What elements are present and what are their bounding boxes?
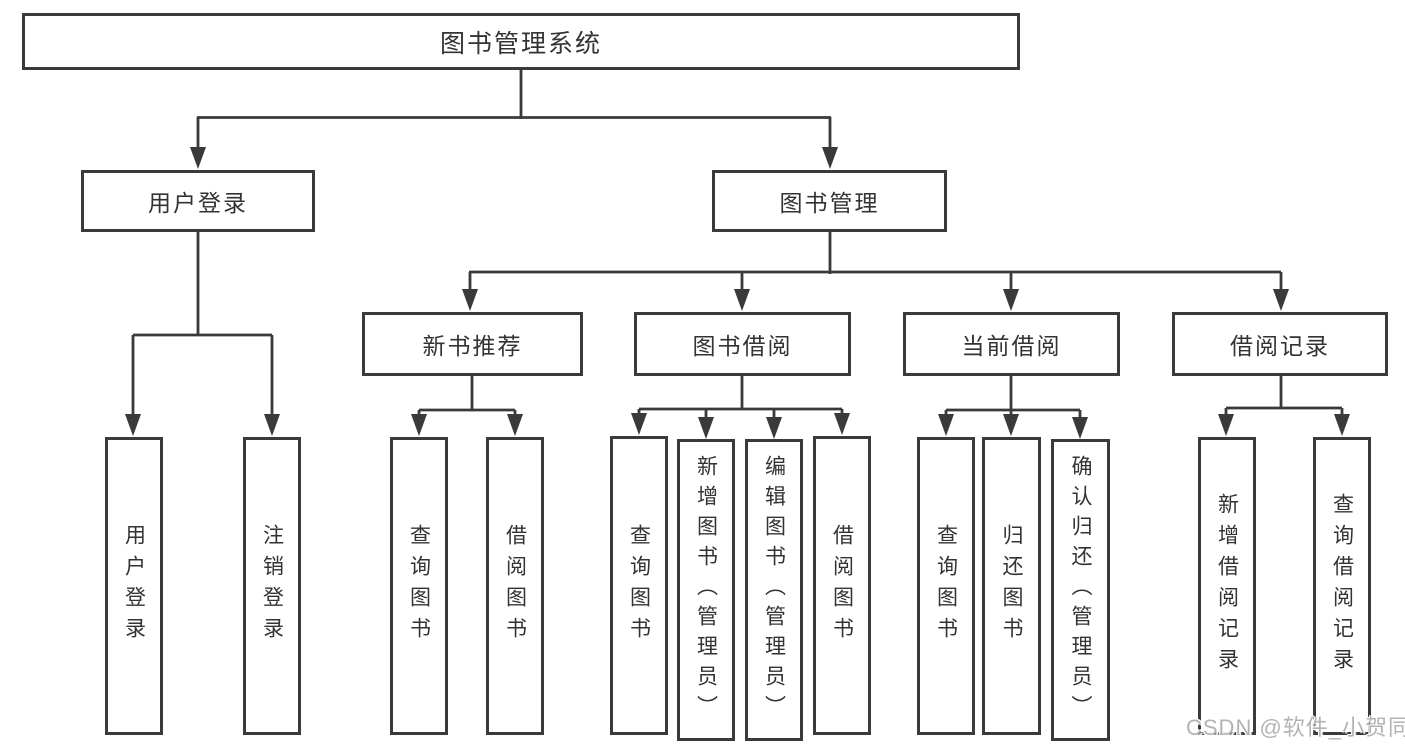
leaf-logout: 注销登录	[243, 437, 301, 735]
node-book-management: 图书管理	[712, 170, 947, 232]
node-new-book-recommend: 新书推荐	[362, 312, 583, 376]
leaf-borrow-books-recommend: 借阅图书	[486, 437, 544, 735]
leaf-edit-book-admin: 编辑图书（管理员）	[745, 439, 803, 741]
leaf-query-books-current: 查询图书	[917, 437, 975, 735]
node-library-management-system: 图书管理系统	[22, 13, 1020, 70]
leaf-query-borrow-record: 查询借阅记录	[1313, 437, 1371, 735]
leaf-return-book: 归还图书	[982, 437, 1041, 735]
leaf-borrow-books-borrowing: 借阅图书	[813, 436, 871, 735]
leaf-user-login: 用户登录	[105, 437, 163, 735]
node-current-borrowing: 当前借阅	[903, 312, 1120, 376]
leaf-add-book-admin: 新增图书（管理员）	[677, 439, 735, 741]
node-borrowing-records: 借阅记录	[1172, 312, 1388, 376]
node-book-borrowing: 图书借阅	[634, 312, 851, 376]
node-user-login: 用户登录	[81, 170, 315, 232]
leaf-confirm-return-admin: 确认归还（管理员）	[1051, 439, 1110, 741]
leaf-query-books-recommend: 查询图书	[390, 437, 448, 735]
watermark: CSDN @软件_小贺同学	[1186, 715, 1405, 740]
leaf-query-books-borrowing: 查询图书	[610, 436, 668, 735]
leaf-add-borrow-record: 新增借阅记录	[1198, 437, 1256, 735]
